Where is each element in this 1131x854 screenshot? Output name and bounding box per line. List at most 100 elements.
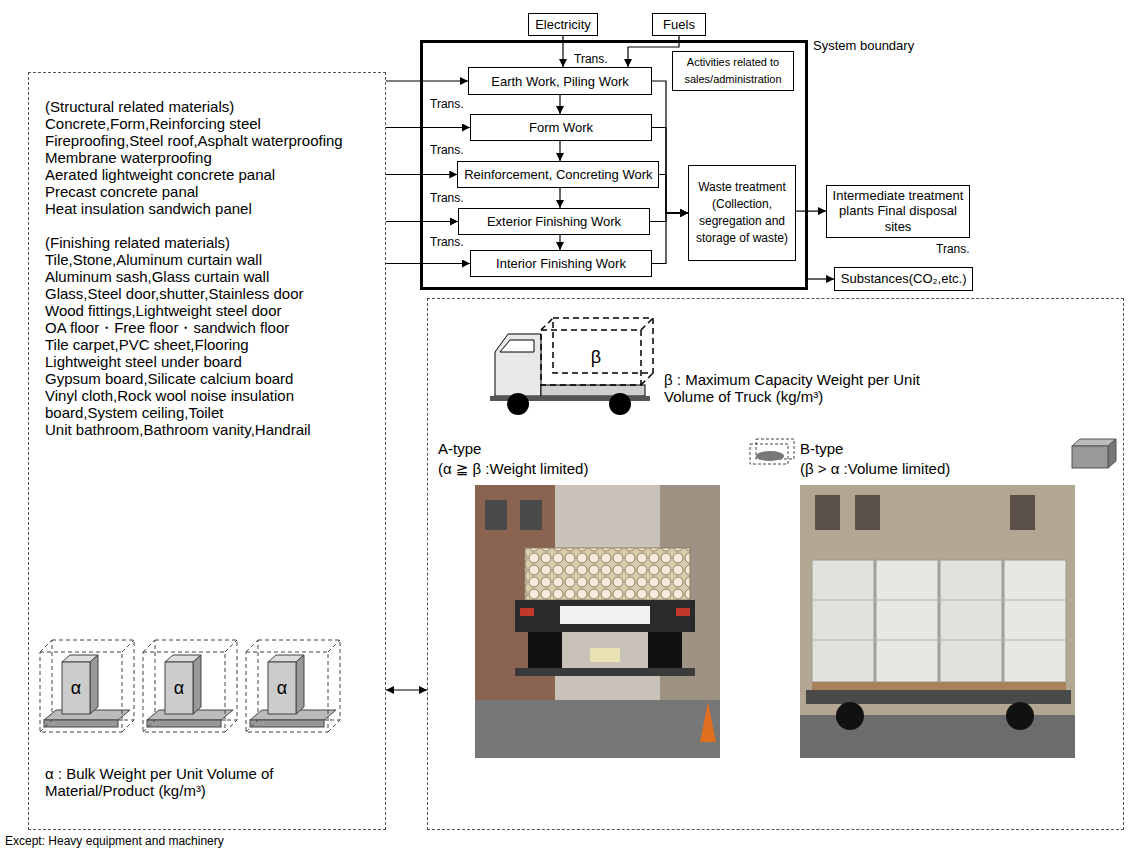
product-base bbox=[44, 720, 118, 727]
photo-pallet bbox=[876, 560, 938, 682]
icon-outline bbox=[750, 444, 788, 464]
photo-plate bbox=[590, 648, 620, 662]
volume-outline bbox=[40, 652, 122, 732]
materials-panel: (Structural related materials)Concrete,F… bbox=[28, 72, 386, 830]
photo-truck-bed bbox=[806, 690, 1071, 704]
material-list: (Structural related materials)Concrete,F… bbox=[45, 98, 367, 438]
material-item: (Finishing related materials) bbox=[45, 234, 367, 251]
alpha-symbol: α bbox=[173, 678, 185, 699]
process-box: Form Work bbox=[470, 114, 652, 141]
label-holder: Except: Heavy equipment and machinery bbox=[4, 835, 225, 849]
transport-label: Trans. bbox=[572, 52, 610, 66]
photo-background bbox=[800, 485, 1075, 758]
panel-text: β : Maximum Capacity Weight per Unit Vol… bbox=[664, 371, 926, 405]
photo-window bbox=[815, 495, 840, 530]
transport-label: Trans. bbox=[428, 143, 466, 157]
edge-label-holder: Trans. bbox=[934, 242, 972, 256]
transport-label: Trans. bbox=[428, 235, 466, 249]
truck-wheel bbox=[507, 393, 529, 415]
edge-label-holder: Trans. bbox=[428, 191, 466, 205]
product-wall bbox=[268, 662, 296, 714]
footnote: Except: Heavy equipment and machinery bbox=[4, 835, 225, 849]
text-holder: (α ≧ β :Weight limited) bbox=[438, 460, 588, 477]
material-item: Heat insulation sandwich panel bbox=[45, 200, 367, 217]
load-volume bbox=[553, 318, 653, 373]
flow-arrow bbox=[559, 188, 560, 208]
photo-sign bbox=[560, 606, 650, 624]
material-item: α : Bulk Weight per Unit Volume of Mater… bbox=[45, 765, 315, 799]
flow-arrow bbox=[652, 213, 688, 264]
photo-truck-body bbox=[515, 600, 695, 632]
product-wall bbox=[90, 655, 98, 714]
material-item: Fireproofing,Steel roof,Asphalt waterpro… bbox=[45, 132, 367, 149]
activity-box: Activities related to sales/administrati… bbox=[672, 51, 794, 91]
material-item: Precast concrete panal bbox=[45, 183, 367, 200]
text-holder: B-type bbox=[800, 440, 843, 457]
flow-arrow bbox=[659, 175, 688, 214]
photo-wheel bbox=[1006, 702, 1034, 730]
flow-arrow bbox=[386, 127, 470, 128]
flow-arrow bbox=[559, 141, 560, 161]
load-volume bbox=[541, 330, 641, 385]
flow-arrow bbox=[652, 128, 688, 214]
photo-pallet bbox=[1004, 560, 1066, 682]
panel-text: A-type bbox=[438, 440, 481, 457]
photo-light bbox=[520, 608, 534, 616]
transport-label: Trans. bbox=[428, 191, 466, 205]
flow-arrow bbox=[650, 213, 688, 222]
truck-window bbox=[500, 340, 534, 352]
box-label: Electricity bbox=[535, 17, 591, 33]
photo-window bbox=[520, 500, 542, 530]
icon-load bbox=[1072, 446, 1108, 468]
edge-label-holder: Trans. bbox=[428, 235, 466, 249]
label-holder: α bbox=[173, 678, 185, 699]
photo-window bbox=[855, 495, 880, 530]
photo-pallet-base bbox=[812, 682, 1066, 690]
input-box: Electricity bbox=[528, 13, 598, 36]
input-box: Fuels bbox=[652, 13, 706, 36]
material-item: Concrete,Form,Reinforcing steel bbox=[45, 115, 367, 132]
box-label: Activities related to sales/administrati… bbox=[678, 54, 788, 88]
product-base bbox=[147, 720, 221, 727]
volume-limited-icon bbox=[1072, 439, 1116, 468]
photo-pallet bbox=[812, 560, 874, 682]
photo-background bbox=[475, 485, 720, 758]
box-label: Form Work bbox=[529, 119, 593, 136]
product-figure bbox=[246, 640, 340, 732]
material-item: Gypsum board,Silicate calcium board bbox=[45, 370, 367, 387]
icon-load bbox=[1108, 439, 1116, 468]
process-box: Earth Work, Piling Work bbox=[468, 67, 652, 95]
photo-road bbox=[475, 700, 720, 758]
product-wall bbox=[62, 662, 90, 714]
photo-window bbox=[1010, 495, 1035, 530]
material-item: Tile carpet,PVC sheet,Flooring bbox=[45, 336, 367, 353]
panel-text: B-type bbox=[800, 440, 843, 457]
box-label: Fuels bbox=[663, 17, 695, 33]
alpha-symbol: α bbox=[276, 678, 288, 699]
beta-symbol: β bbox=[590, 347, 602, 368]
box-label: Interior Finishing Work bbox=[496, 255, 626, 272]
process-box: Reinforcement, Concreting Work bbox=[457, 161, 659, 188]
material-item: Wood fittings,Lightweight steel door bbox=[45, 302, 367, 319]
photo-cone bbox=[700, 702, 716, 742]
output-box: Intermediate treatment plants Final disp… bbox=[826, 185, 970, 238]
panel-text: (β > α :Volume limited) bbox=[800, 460, 950, 477]
system-boundary: System boundaryActivities related to sal… bbox=[420, 40, 808, 290]
output-box: Substances(CO₂,etc.) bbox=[834, 267, 973, 291]
box-label: Waste treatment (Collection, segregation… bbox=[694, 179, 790, 247]
volume-outline bbox=[246, 652, 328, 732]
text-holder: (β > α :Volume limited) bbox=[800, 460, 950, 477]
icon-load bbox=[756, 451, 784, 461]
photo-bumper bbox=[515, 668, 695, 676]
panel-text: (α ≧ β :Weight limited) bbox=[438, 460, 588, 477]
material-item: Tile,Stone,Aluminum curtain wall bbox=[45, 251, 367, 268]
photo-light bbox=[676, 608, 690, 616]
photo-pipe-load bbox=[525, 548, 690, 600]
waste-box: Waste treatment (Collection, segregation… bbox=[688, 165, 796, 261]
photo-pallet bbox=[940, 560, 1002, 682]
weight-limited-icon bbox=[750, 439, 794, 464]
text-holder: α : Bulk Weight per Unit Volume of Mater… bbox=[45, 765, 315, 799]
box-label: Reinforcement, Concreting Work bbox=[464, 166, 652, 183]
material-item: Membrane waterproofing bbox=[45, 149, 367, 166]
product-wall bbox=[193, 655, 201, 714]
